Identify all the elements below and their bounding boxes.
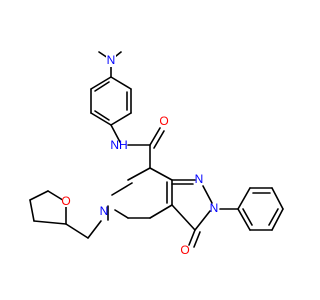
bond xyxy=(110,124,121,143)
bond xyxy=(114,209,129,219)
bond xyxy=(94,81,110,92)
thf-oxygen-label: O xyxy=(61,194,70,208)
bond xyxy=(194,210,211,231)
bond xyxy=(242,208,253,226)
pyrazole-nitrogen-top-label: N xyxy=(195,172,204,186)
bond xyxy=(237,187,251,210)
bond xyxy=(268,208,279,226)
bond xyxy=(94,110,110,121)
bond xyxy=(29,190,49,201)
bond xyxy=(271,187,284,210)
bond xyxy=(149,127,161,146)
pyrazole-nitrogen-phenyl-label: N xyxy=(210,201,219,215)
bond xyxy=(193,231,201,248)
bond xyxy=(127,167,151,181)
bonds xyxy=(29,51,284,248)
amide-oxygen-label: O xyxy=(159,114,168,128)
keto-oxygen-label: O xyxy=(180,243,189,257)
molecule-drawing: N NH O N N O N O xyxy=(29,51,284,257)
bond xyxy=(149,204,173,219)
bond xyxy=(237,208,251,231)
bond xyxy=(110,76,132,90)
bond xyxy=(33,220,67,225)
bond xyxy=(202,185,213,204)
bond xyxy=(29,199,35,222)
bond xyxy=(87,220,102,239)
bond xyxy=(111,182,133,196)
nitrogen-dimethylamino-label: N xyxy=(107,53,116,67)
bond xyxy=(188,229,196,246)
bond xyxy=(171,204,196,231)
bond xyxy=(110,112,132,126)
structure-canvas: N NH O N N O N O xyxy=(29,51,284,257)
bond xyxy=(65,223,89,239)
bond xyxy=(149,167,173,181)
amide-nitrogen-label: NH xyxy=(110,138,127,152)
bond xyxy=(271,208,284,231)
bond xyxy=(90,112,112,126)
bond xyxy=(90,76,112,90)
atom-labels: N NH O N N O N O xyxy=(61,53,218,257)
pyridine-nitrogen-label: N xyxy=(100,204,109,218)
bond xyxy=(153,130,165,149)
